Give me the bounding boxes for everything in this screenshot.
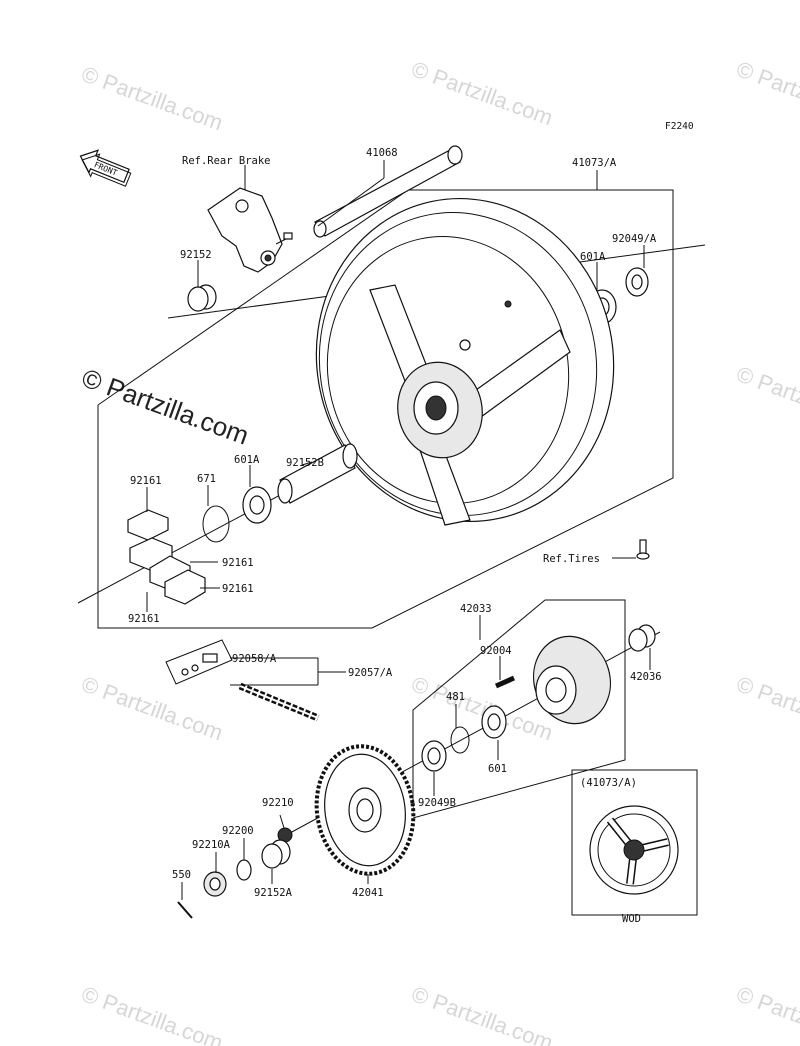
rear-brake-bracket: [207, 187, 293, 273]
assembly-box-hub: [412, 599, 626, 819]
axle-41068: [313, 145, 463, 238]
part-label-92057a[interactable]: 92057/A: [348, 667, 393, 679]
cotter-pin-550: [177, 901, 193, 919]
watermark-main: © Partzilla.com: [78, 362, 253, 450]
part-label-92152b[interactable]: 92152B: [286, 457, 324, 469]
drive-chain-92057a: [238, 682, 320, 722]
watermark: © Partzilla.com: [733, 56, 800, 130]
part-label-92210[interactable]: 92210: [262, 797, 294, 809]
watermark: © Partzilla.com: [733, 981, 800, 1046]
part-label-41068[interactable]: 41068: [366, 147, 398, 159]
stud-92004: [494, 675, 516, 689]
ref-rear-brake-label[interactable]: Ref.Rear Brake: [182, 155, 271, 167]
assembly-box-wheel-top: [97, 189, 409, 406]
part-label-92049a[interactable]: 92049/A: [612, 233, 657, 245]
rear-wheel-41073a: [315, 197, 615, 526]
part-label-92161-d[interactable]: 92161: [128, 613, 160, 625]
part-label-42041[interactable]: 42041: [352, 887, 384, 899]
bearing-601a-mid: [242, 486, 272, 524]
collar-92152a: [261, 839, 291, 869]
part-label-92152[interactable]: 92152: [180, 249, 212, 261]
part-label-41073a[interactable]: 41073/A: [572, 157, 617, 169]
part-label-42033[interactable]: 42033: [460, 603, 492, 615]
part-label-92004[interactable]: 92004: [480, 645, 512, 657]
watermark: © Partzilla.com: [733, 361, 800, 435]
part-label-481[interactable]: 481: [446, 691, 465, 703]
part-label-92161-c[interactable]: 92161: [222, 583, 254, 595]
part-label-92152a[interactable]: 92152A: [254, 887, 293, 899]
tire-valve-icon: [636, 539, 650, 560]
part-label-601a-top[interactable]: 601A: [580, 251, 606, 263]
part-label-550[interactable]: 550: [172, 869, 191, 881]
collar-92152b: [277, 443, 358, 504]
part-label-92058a[interactable]: 92058/A: [232, 653, 277, 665]
chain-joint-92058a: [165, 639, 233, 685]
o-ring-671: [202, 505, 230, 543]
castle-nut-92210a: [203, 871, 227, 897]
part-label-671[interactable]: 671: [197, 473, 216, 485]
wheel-inset: (41073/A) WOD: [571, 769, 698, 925]
collar-92152: [187, 284, 217, 312]
part-label-92161-a[interactable]: 92161: [130, 475, 162, 487]
circlip-481: [450, 726, 470, 754]
leader-lines: [146, 160, 651, 900]
watermark: © Partzilla.com: [78, 671, 226, 745]
front-arrow-icon: FRONT: [79, 149, 132, 187]
bearing-601: [481, 705, 507, 739]
watermark: © Partzilla.com: [733, 671, 800, 745]
part-labels: Ref.Rear Brake 41068 41073/A 92152 92049…: [128, 147, 662, 899]
damper-92161-group: [127, 509, 206, 605]
inset-title: (41073/A): [580, 777, 637, 789]
oil-seal-92049b: [421, 740, 447, 772]
part-label-92161-b[interactable]: 92161: [222, 557, 254, 569]
part-label-92210a[interactable]: 92210A: [192, 839, 231, 851]
watermark: © Partzilla.com: [408, 56, 556, 130]
part-label-92200[interactable]: 92200: [222, 825, 254, 837]
inset-caption: WOD: [622, 913, 641, 925]
part-label-601a-mid[interactable]: 601A: [234, 454, 260, 466]
rear-sprocket-42041: [314, 744, 416, 876]
watermark: © Partzilla.com: [78, 981, 226, 1046]
part-label-42036[interactable]: 42036: [630, 671, 662, 683]
part-label-601[interactable]: 601: [488, 763, 507, 775]
assembly-box-wheel: [97, 189, 674, 629]
ref-tires-label[interactable]: Ref.Tires: [543, 553, 600, 565]
sprocket-coupling-42033: [532, 635, 612, 725]
washer-92200: [236, 859, 252, 881]
part-label-92049b[interactable]: 92049B: [418, 797, 456, 809]
figure-code: F2240: [665, 121, 694, 132]
collar-42036: [628, 624, 656, 652]
watermark: © Partzilla.com: [408, 981, 556, 1046]
oil-seal-92049a: [625, 267, 649, 297]
watermark: © Partzilla.com: [78, 61, 226, 135]
